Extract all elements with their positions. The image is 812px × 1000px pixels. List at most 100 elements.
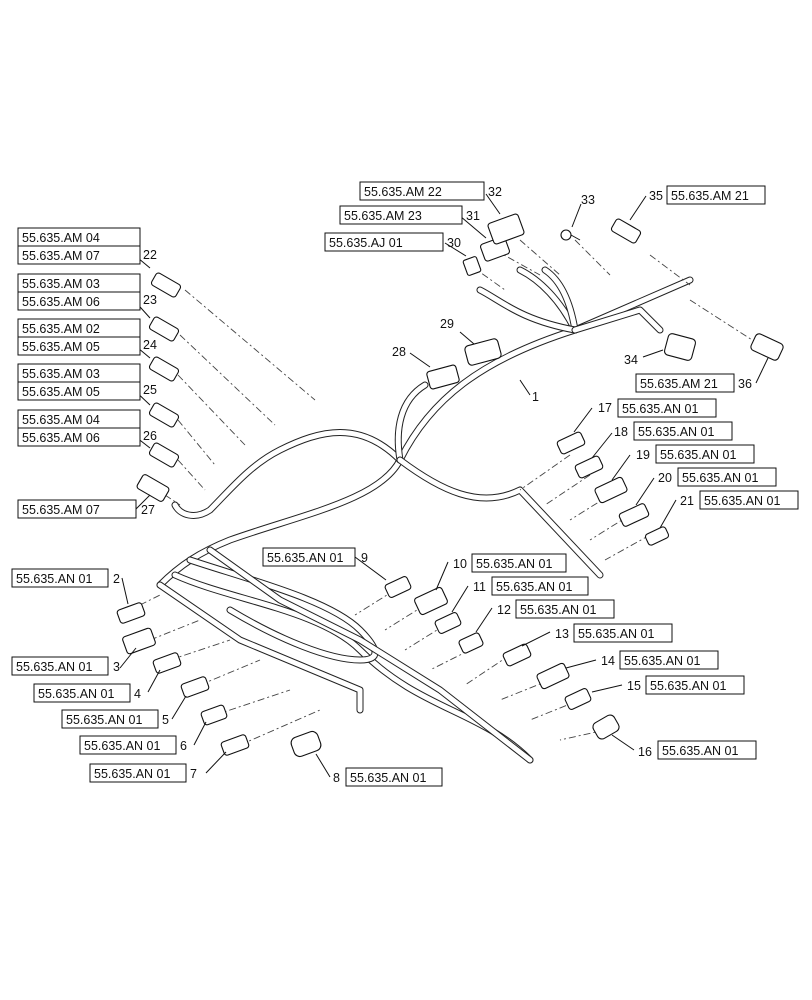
callout-group: 55.635.AM 04 55.635.AM 07 22 55.635.AM 0… bbox=[11, 181, 799, 787]
ref-box[interactable] bbox=[17, 427, 141, 447]
ref-box[interactable] bbox=[657, 740, 757, 760]
ref-box[interactable] bbox=[515, 599, 615, 619]
callout-number: 20 bbox=[658, 471, 672, 485]
ref-text: 55.635.AJ 01 bbox=[329, 236, 403, 250]
callout-number: 35 bbox=[649, 189, 663, 203]
callout-number: 8 bbox=[333, 771, 340, 785]
connector-8 bbox=[290, 730, 322, 758]
ref-text: 55.635.AM 22 bbox=[364, 185, 442, 199]
ref-text: 55.635.AN 01 bbox=[16, 660, 92, 674]
ref-box[interactable] bbox=[262, 547, 356, 567]
connector-14 bbox=[536, 662, 570, 690]
connector-27 bbox=[136, 474, 170, 502]
ref-box[interactable] bbox=[79, 735, 177, 755]
ref-box[interactable] bbox=[633, 421, 733, 441]
callout-number: 34 bbox=[624, 353, 638, 367]
callout-number: 31 bbox=[466, 209, 480, 223]
connector-36 bbox=[750, 333, 784, 361]
connector-7 bbox=[220, 734, 250, 756]
ref-box[interactable] bbox=[573, 623, 673, 643]
ref-box[interactable] bbox=[17, 245, 141, 265]
ref-text: 55.635.AN 01 bbox=[84, 739, 160, 753]
callout-number: 23 bbox=[143, 293, 157, 307]
connector-20 bbox=[618, 503, 650, 527]
connector-2 bbox=[116, 602, 146, 624]
callout-number: 33 bbox=[581, 193, 595, 207]
ref-text: 55.635.AN 01 bbox=[16, 572, 92, 586]
ref-box[interactable] bbox=[17, 336, 141, 356]
callout-number: 5 bbox=[162, 713, 169, 727]
ref-text: 55.635.AN 01 bbox=[496, 580, 572, 594]
ref-box[interactable] bbox=[11, 656, 109, 676]
callout-number: 27 bbox=[141, 503, 155, 517]
harness-trunks bbox=[156, 266, 694, 764]
ref-text: 55.635.AM 06 bbox=[22, 431, 100, 445]
ref-text: 55.635.AN 01 bbox=[66, 713, 142, 727]
connector-33 bbox=[560, 229, 581, 241]
ref-text: 55.635.AN 01 bbox=[476, 557, 552, 571]
ref-text: 55.635.AM 03 bbox=[22, 277, 100, 291]
callout-number: 29 bbox=[440, 317, 454, 331]
ref-text: 55.635.AM 05 bbox=[22, 385, 100, 399]
ref-box[interactable] bbox=[17, 381, 141, 401]
connector-32 bbox=[487, 213, 525, 245]
ref-text: 55.635.AN 01 bbox=[704, 494, 780, 508]
ref-box[interactable] bbox=[61, 709, 159, 729]
connector-15 bbox=[564, 688, 592, 710]
connector-30 bbox=[462, 256, 482, 276]
callout-number: 21 bbox=[680, 494, 694, 508]
connector-18 bbox=[574, 455, 604, 479]
ref-box[interactable] bbox=[655, 444, 755, 464]
ref-box[interactable] bbox=[11, 568, 109, 588]
ref-text: 55.635.AM 23 bbox=[344, 209, 422, 223]
dashed-wires bbox=[139, 239, 761, 746]
ref-box[interactable] bbox=[339, 205, 463, 225]
connector-35 bbox=[610, 218, 642, 244]
callout-number: 24 bbox=[143, 338, 157, 352]
ref-box[interactable] bbox=[471, 553, 567, 573]
ref-text: 55.635.AM 02 bbox=[22, 322, 100, 336]
connector-21 bbox=[644, 526, 670, 546]
connector-25 bbox=[148, 402, 180, 428]
ref-box[interactable] bbox=[699, 490, 799, 510]
ref-text: 55.635.AM 03 bbox=[22, 367, 100, 381]
ref-text: 55.635.AN 01 bbox=[94, 767, 170, 781]
callout-number: 11 bbox=[473, 580, 486, 594]
ref-box[interactable] bbox=[619, 650, 719, 670]
connector-29 bbox=[464, 338, 502, 366]
ref-box[interactable] bbox=[324, 232, 444, 252]
ref-text: 55.635.AM 05 bbox=[22, 340, 100, 354]
item-number-1: 1 bbox=[532, 390, 539, 404]
callout-number: 13 bbox=[555, 627, 569, 641]
ref-text: 55.635.AN 01 bbox=[650, 679, 726, 693]
ref-text: 55.635.AN 01 bbox=[660, 448, 736, 462]
callout-number: 30 bbox=[447, 236, 461, 250]
ref-box[interactable] bbox=[17, 291, 141, 311]
ref-box[interactable] bbox=[345, 767, 443, 787]
ref-text: 55.635.AN 01 bbox=[267, 551, 343, 565]
callout-number: 10 bbox=[453, 557, 467, 571]
connector-34 bbox=[663, 333, 697, 361]
callout-leaders bbox=[119, 193, 769, 778]
ref-box[interactable] bbox=[359, 181, 485, 201]
connector-24 bbox=[148, 356, 180, 382]
callout-number: 3 bbox=[113, 660, 120, 674]
ref-box[interactable] bbox=[617, 398, 717, 418]
callout-number: 4 bbox=[134, 687, 141, 701]
connector-6 bbox=[200, 704, 228, 726]
callout-number: 26 bbox=[143, 429, 157, 443]
ref-box[interactable] bbox=[17, 499, 137, 519]
ref-box[interactable] bbox=[89, 763, 187, 783]
ref-box[interactable] bbox=[491, 576, 589, 596]
connector-28 bbox=[426, 364, 460, 390]
ref-box[interactable] bbox=[645, 675, 745, 695]
ref-text: 55.635.AM 21 bbox=[671, 189, 749, 203]
ref-box[interactable] bbox=[33, 683, 131, 703]
ref-text: 55.635.AM 07 bbox=[22, 249, 100, 263]
callout-number: 9 bbox=[361, 551, 368, 565]
ref-box[interactable] bbox=[635, 373, 735, 393]
ref-text: 55.635.AM 04 bbox=[22, 231, 100, 245]
ref-box[interactable] bbox=[666, 185, 766, 205]
connector-10 bbox=[414, 586, 448, 616]
ref-box[interactable] bbox=[677, 467, 777, 487]
